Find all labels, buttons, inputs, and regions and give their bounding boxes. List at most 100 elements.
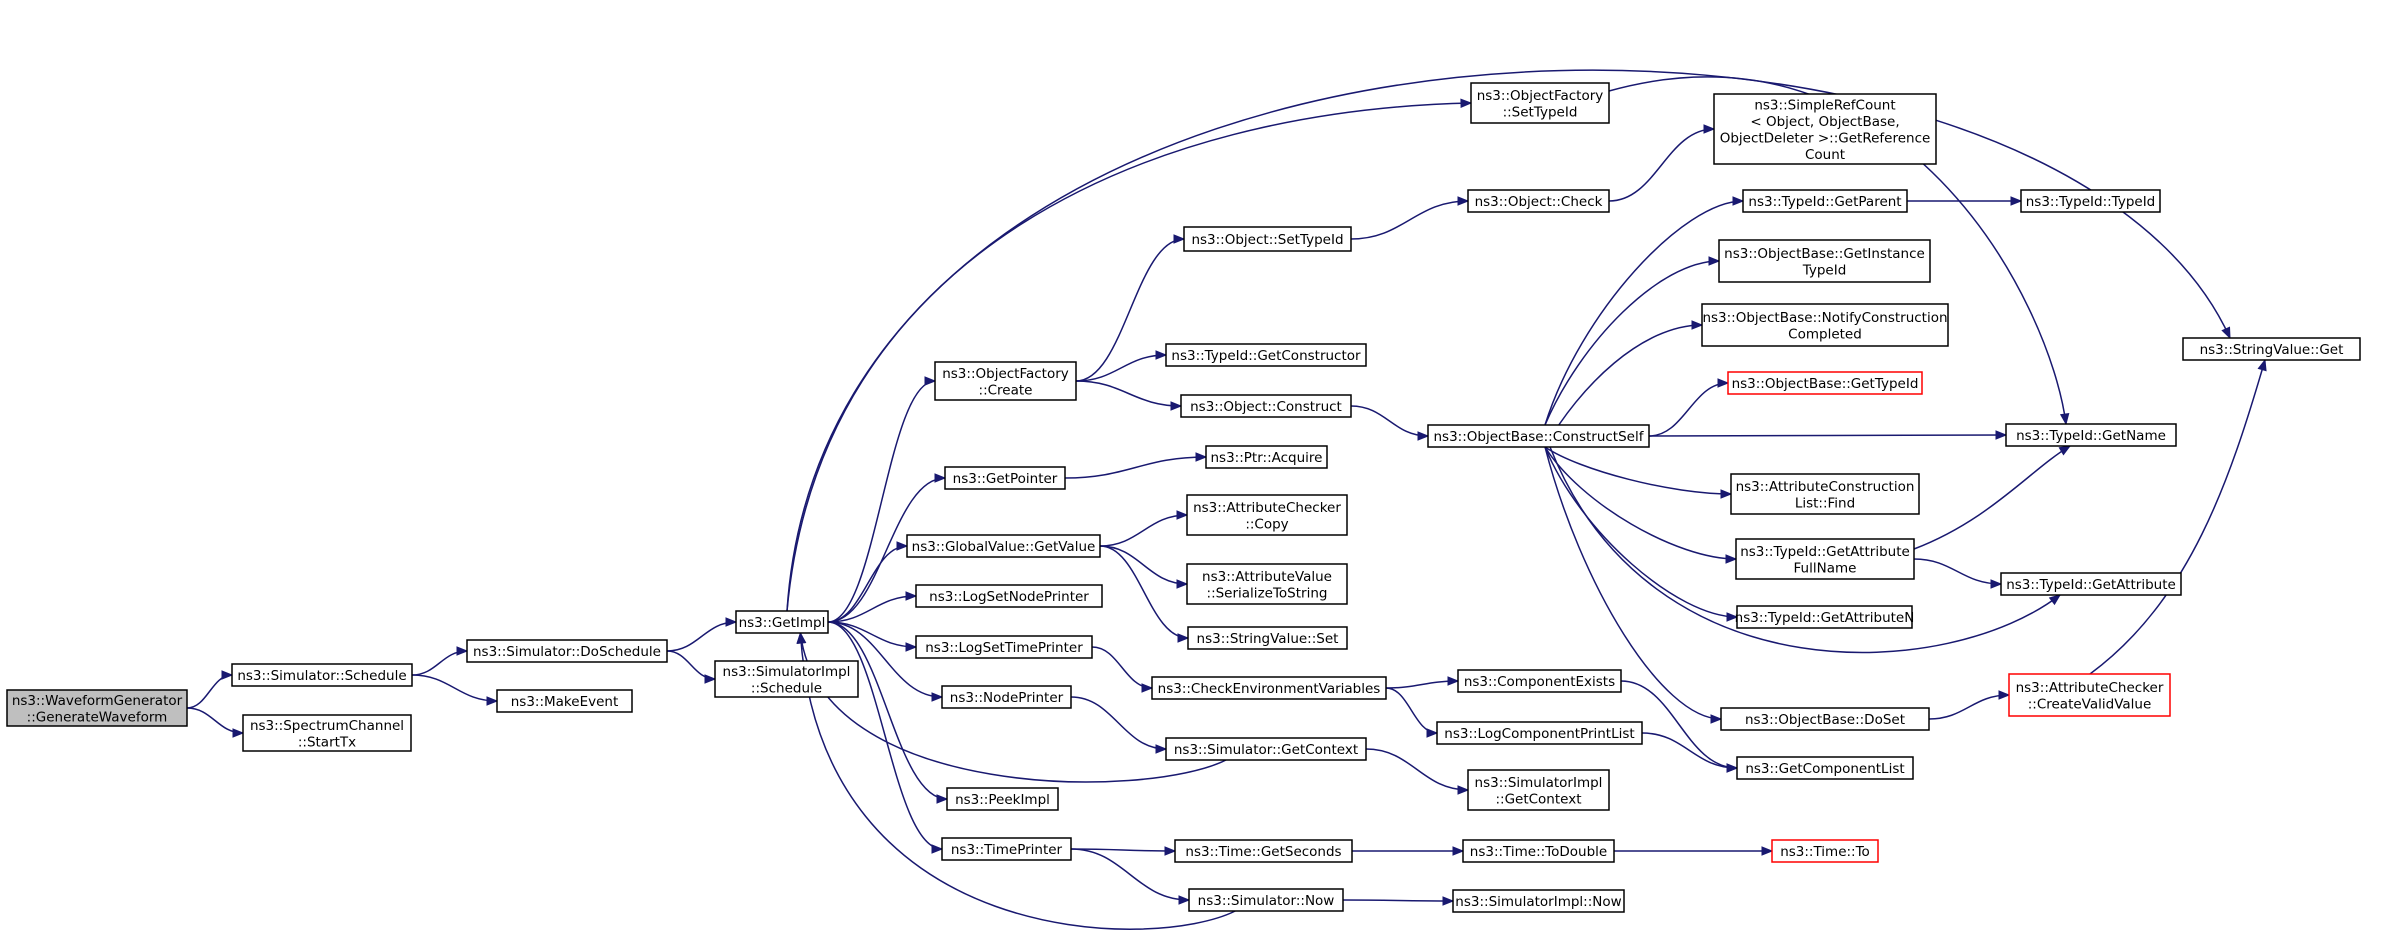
- node-getpointer[interactable]: ns3::GetPointer: [944, 466, 1066, 490]
- node-objcheck[interactable]: ns3::Object::Check: [1467, 189, 1610, 213]
- node-nodeprinter[interactable]: ns3::NodePrinter: [941, 685, 1072, 709]
- edge-getimpl-to-nodeprinter: [827, 621, 944, 702]
- node-label: < Object, ObjectBase,: [1750, 114, 1899, 130]
- edge-logcompprintlist-to-getcomplist: [1641, 732, 1739, 773]
- node-lognodeprinter[interactable]: ns3::LogSetNodePrinter: [915, 584, 1103, 608]
- node-accopy[interactable]: ns3::AttributeChecker::Copy: [1186, 494, 1348, 536]
- edge-tidgetparent-to-tidtypeid: [1907, 196, 2023, 206]
- node-tidtypeid[interactable]: ns3::TypeId::TypeId: [2020, 189, 2161, 213]
- node-objconstruct[interactable]: ns3::Object::Construct: [1180, 394, 1352, 418]
- edge-layer: [186, 69, 2267, 930]
- edge-logtimeprinter-to-checkenv: [1091, 646, 1154, 693]
- node-obgettypeid[interactable]: ns3::ObjectBase::GetTypeId: [1727, 371, 1923, 395]
- node-ofcreate[interactable]: ns3::ObjectFactory::Create: [934, 361, 1077, 401]
- node-tidgetattrn[interactable]: ns3::TypeId::GetAttributeN: [1735, 605, 1915, 629]
- node-gvgetvalue[interactable]: ns3::GlobalValue::GetValue: [906, 534, 1101, 558]
- node-label: ns3::MakeEvent: [511, 694, 619, 710]
- node-timetodouble[interactable]: ns3::Time::ToDouble: [1462, 839, 1615, 863]
- edge-tidgetattrfullname-to-tidgetattr: [1913, 558, 2003, 589]
- node-label: ::SetTypeId: [1503, 104, 1578, 120]
- node-simimplgetcontext[interactable]: ns3::SimulatorImpl::GetContext: [1467, 769, 1610, 811]
- node-label: ns3::Simulator::DoSchedule: [473, 644, 661, 660]
- node-simgetcontext[interactable]: ns3::Simulator::GetContext: [1165, 737, 1367, 761]
- edge-getimpl-to-peekimpl: [827, 621, 949, 804]
- node-label: ns3::GetImpl: [739, 615, 826, 631]
- node-compexists[interactable]: ns3::ComponentExists: [1457, 669, 1622, 693]
- node-tidgetname[interactable]: ns3::TypeId::GetName: [2005, 423, 2177, 447]
- edge-ofcreate-to-objsettypeid: [1075, 234, 1186, 382]
- node-logcompprintlist[interactable]: ns3::LogComponentPrintList: [1436, 721, 1643, 745]
- edge-simnow-to-getimpl: [796, 631, 1236, 930]
- node-ptracquire[interactable]: ns3::Ptr::Acquire: [1205, 445, 1328, 469]
- node-label: ns3::ComponentExists: [1464, 674, 1615, 690]
- node-label: ns3::SimulatorImpl: [1475, 775, 1603, 791]
- node-svset[interactable]: ns3::StringValue::Set: [1187, 626, 1348, 650]
- edge-wg-to-spectrum: [186, 707, 245, 738]
- node-wg[interactable]: ns3::WaveformGenerator::GenerateWaveform: [6, 689, 188, 727]
- edge-getpointer-to-ptracquire: [1064, 452, 1208, 479]
- edge-doschedule-to-simimplschedule: [666, 650, 717, 684]
- node-label: ns3::ObjectBase::GetTypeId: [1732, 376, 1919, 392]
- node-timeto[interactable]: ns3::Time::To: [1771, 839, 1879, 863]
- node-label: ObjectDeleter >::GetReference: [1720, 130, 1931, 146]
- node-simnow[interactable]: ns3::Simulator::Now: [1188, 888, 1344, 912]
- edge-doschedule-to-getimpl: [666, 617, 738, 652]
- node-timegetseconds[interactable]: ns3::Time::GetSeconds: [1174, 839, 1353, 863]
- node-timeprinter[interactable]: ns3::TimePrinter: [941, 837, 1072, 861]
- edge-ofsettypeid-to-tidgetname: [1608, 76, 2070, 426]
- node-schedule[interactable]: ns3::Simulator::Schedule: [231, 663, 413, 687]
- edge-gvgetvalue-to-accopy: [1099, 510, 1189, 547]
- edge-objcheck-to-simplerefcount: [1608, 124, 1716, 202]
- node-label: ns3::TypeId::GetAttribute: [1740, 544, 1910, 560]
- edge-obconstructself-to-aclfind: [1544, 446, 1733, 499]
- node-label: Completed: [1788, 326, 1862, 342]
- node-obnotify[interactable]: ns3::ObjectBase::NotifyConstructionCompl…: [1701, 303, 1949, 347]
- edge-checkenv-to-logcompprintlist: [1385, 687, 1439, 738]
- node-tidgetparent[interactable]: ns3::TypeId::GetParent: [1742, 189, 1908, 213]
- node-simimplschedule[interactable]: ns3::SimulatorImpl::Schedule: [714, 660, 859, 698]
- node-getcomplist[interactable]: ns3::GetComponentList: [1736, 756, 1914, 780]
- node-label: ns3::TypeId::GetParent: [1748, 194, 1901, 210]
- edge-getimpl-to-gvgetvalue: [827, 541, 909, 623]
- edge-obconstructself-to-tidgetattrn: [1544, 446, 1739, 622]
- node-checkenv[interactable]: ns3::CheckEnvironmentVariables: [1151, 676, 1387, 700]
- node-obconstructself[interactable]: ns3::ObjectBase::ConstructSelf: [1427, 424, 1650, 448]
- edge-schedule-to-makeevent: [411, 674, 499, 706]
- node-label: ::GetContext: [1495, 791, 1581, 807]
- edge-gvgetvalue-to-svset: [1099, 545, 1190, 643]
- node-makeevent[interactable]: ns3::MakeEvent: [496, 689, 633, 713]
- node-spectrum[interactable]: ns3::SpectrumChannel::StartTx: [242, 714, 412, 752]
- node-label: ns3::ObjectBase::DoSet: [1745, 712, 1905, 728]
- node-label: ns3::TimePrinter: [951, 842, 1063, 858]
- node-label: ns3::SpectrumChannel: [250, 718, 404, 734]
- node-svget[interactable]: ns3::StringValue::Get: [2182, 337, 2361, 361]
- node-label: ::CreateValidValue: [2028, 696, 2152, 712]
- node-objsettypeid[interactable]: ns3::Object::SetTypeId: [1183, 226, 1352, 252]
- node-doschedule[interactable]: ns3::Simulator::DoSchedule: [466, 639, 668, 663]
- edge-objsettypeid-to-objcheck: [1350, 196, 1470, 240]
- node-getimpl[interactable]: ns3::GetImpl: [735, 610, 829, 634]
- node-label: ns3::Object::Construct: [1190, 399, 1342, 415]
- node-label: ns3::Simulator::GetContext: [1174, 742, 1358, 758]
- node-simplerefcount[interactable]: ns3::SimpleRefCount< Object, ObjectBase,…: [1713, 93, 1937, 165]
- node-simimplnow[interactable]: ns3::SimulatorImpl::Now: [1452, 889, 1625, 913]
- node-label: FullName: [1794, 560, 1857, 576]
- node-label: ns3::StringValue::Get: [2200, 342, 2344, 358]
- node-ofsettypeid[interactable]: ns3::ObjectFactory::SetTypeId: [1470, 82, 1610, 124]
- node-peekimpl[interactable]: ns3::PeekImpl: [946, 787, 1059, 811]
- edge-timeprinter-to-timegetseconds: [1070, 846, 1177, 856]
- node-accreatevalid[interactable]: ns3::AttributeChecker::CreateValidValue: [2008, 673, 2171, 717]
- node-label: ::Copy: [1245, 516, 1288, 532]
- node-label: ns3::SimulatorImpl::Now: [1455, 894, 1621, 910]
- edge-obconstructself-to-tidgetparent: [1544, 196, 1745, 426]
- node-logtimeprinter[interactable]: ns3::LogSetTimePrinter: [915, 635, 1093, 659]
- edge-objconstruct-to-obconstructself: [1350, 405, 1430, 441]
- edge-schedule-to-doschedule: [411, 646, 469, 676]
- node-tidgetconstructor[interactable]: ns3::TypeId::GetConstructor: [1165, 343, 1367, 367]
- node-tidgetattr[interactable]: ns3::TypeId::GetAttribute: [2000, 572, 2182, 596]
- node-obdoset[interactable]: ns3::ObjectBase::DoSet: [1720, 707, 1930, 731]
- node-avserialize[interactable]: ns3::AttributeValue::SerializeToString: [1186, 563, 1348, 605]
